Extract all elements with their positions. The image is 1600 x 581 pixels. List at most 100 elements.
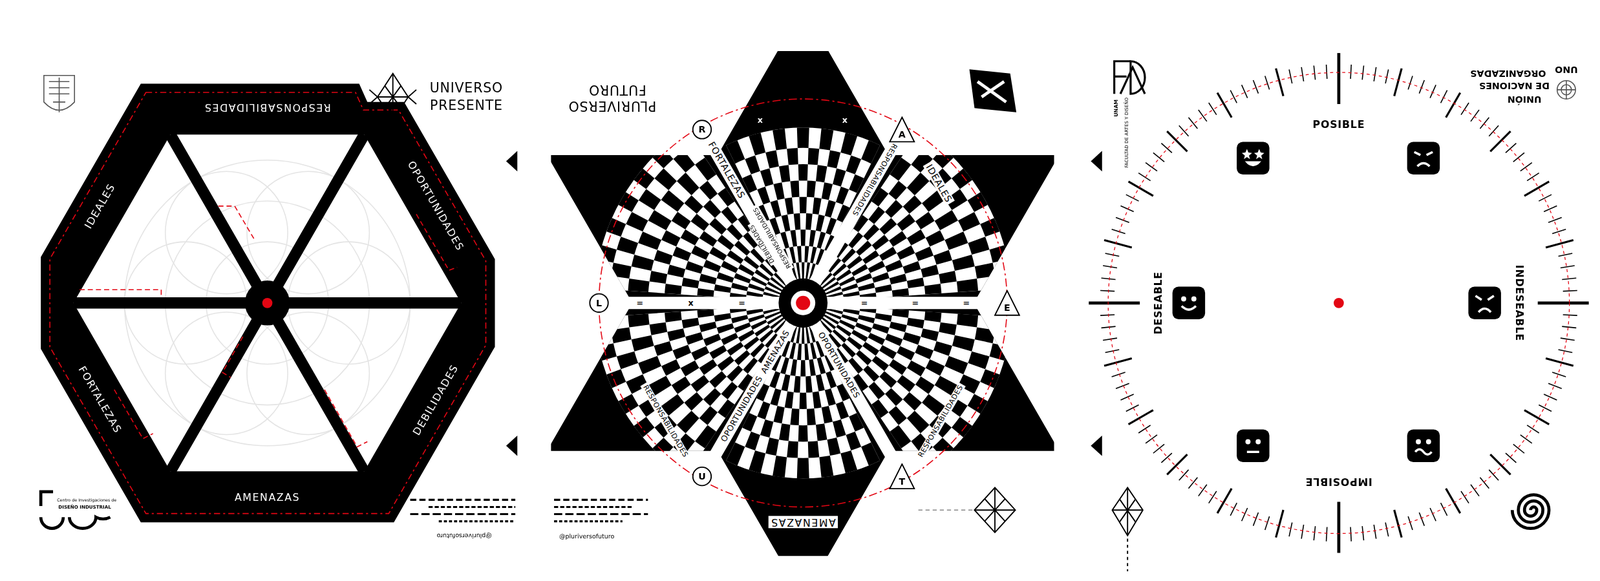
face-mouth	[1415, 449, 1432, 455]
dash-lines	[554, 499, 648, 522]
arch-logo-lines	[977, 81, 1006, 103]
checker-cell	[720, 206, 738, 225]
checker-cell	[699, 321, 717, 333]
dial-tick	[1115, 383, 1130, 389]
checker-cell	[812, 391, 822, 409]
checker-cell	[967, 236, 990, 255]
checker-cell	[699, 359, 718, 375]
checker-cell	[648, 210, 672, 231]
face-mouth	[1247, 451, 1260, 454]
letter-circle: L	[588, 292, 610, 314]
node-outline	[693, 467, 712, 486]
checker-cell	[683, 392, 703, 412]
dash-circle	[1108, 72, 1569, 534]
checker-cell	[994, 316, 1012, 333]
face-mouth	[1245, 160, 1262, 167]
checker-cell	[799, 393, 807, 410]
checker-cell	[716, 234, 734, 251]
dial-tick	[1461, 102, 1469, 116]
checker-cell	[714, 313, 732, 322]
dial-label: DESEABLE	[1152, 271, 1164, 335]
crystal-icon	[1112, 487, 1143, 571]
checker-cell	[789, 342, 796, 360]
logo-zero	[69, 517, 110, 529]
checker-cell	[703, 199, 722, 218]
checker-cell	[815, 164, 827, 183]
dash-circle	[599, 98, 1008, 507]
checker-cell	[631, 254, 655, 271]
checker-cell	[671, 212, 692, 230]
checker-cell	[598, 343, 617, 361]
dial-tick	[1385, 522, 1389, 537]
checker-cell	[906, 360, 926, 377]
checker-cell	[827, 150, 842, 169]
dial-tick	[1520, 162, 1533, 172]
checker-cell	[956, 314, 979, 328]
checker-cell	[770, 388, 782, 406]
dial-tick	[1100, 290, 1115, 291]
checker-cell	[682, 277, 700, 289]
dial-tick	[1470, 109, 1480, 122]
logo-five-bowl	[40, 517, 64, 529]
checker-cell	[797, 127, 810, 149]
checker-cell	[974, 262, 995, 279]
checker-cell	[888, 230, 907, 247]
checker-cell	[703, 387, 722, 406]
dial-label: INDESEABLE	[1513, 265, 1526, 342]
checker-cell	[868, 261, 886, 274]
checker-cell	[842, 309, 860, 316]
checker-cell	[872, 272, 890, 283]
checker-cell	[738, 329, 755, 342]
checker-cell	[808, 230, 816, 247]
checker-cell	[868, 382, 886, 400]
checker-cell	[855, 240, 873, 256]
checker-cell	[879, 217, 897, 235]
gap-band	[550, 296, 803, 310]
dial-tick	[1560, 265, 1575, 268]
face-eye	[1254, 148, 1265, 160]
spokes	[73, 134, 462, 472]
dial-tick	[1120, 394, 1134, 401]
gap-band	[640, 51, 804, 304]
checker-cell	[879, 246, 897, 262]
dial-tick	[1115, 217, 1130, 223]
checker-cell	[888, 359, 907, 375]
red-mark	[79, 289, 161, 299]
spoke	[170, 134, 268, 303]
checker-cell	[699, 181, 718, 201]
dial-tick	[1179, 125, 1189, 136]
face-box	[1172, 287, 1206, 320]
dial-tick	[1362, 526, 1364, 541]
checker-cell	[863, 224, 880, 242]
dial-tick	[1461, 491, 1469, 504]
checker-cell	[731, 282, 748, 291]
checker-cell	[633, 168, 655, 190]
checker-cell	[673, 149, 696, 173]
hexagon-field	[73, 134, 462, 472]
checker-cell	[598, 245, 617, 264]
checker-cell	[661, 190, 685, 212]
dial-tick	[1350, 527, 1352, 542]
checker-cell	[797, 245, 802, 263]
checker-cell	[786, 148, 799, 165]
dial-tick	[1301, 67, 1304, 82]
logo-five-top	[40, 491, 54, 507]
dial-tick	[1145, 162, 1158, 172]
checker-cell	[661, 359, 681, 376]
checker-cell	[627, 278, 650, 293]
checker-cell	[874, 313, 892, 322]
checker-cell	[781, 214, 791, 233]
checker-cell	[914, 246, 934, 262]
checker-cell	[731, 314, 748, 324]
checker-cell	[733, 273, 751, 284]
dial-tick	[1446, 92, 1461, 118]
dial-ticks	[1088, 53, 1589, 553]
dial-tick	[1526, 173, 1540, 182]
dial-tick	[1128, 410, 1154, 425]
dial-tick	[1326, 64, 1328, 79]
dial-tick	[1429, 84, 1436, 98]
checker-cell	[744, 431, 761, 451]
dash-line	[410, 513, 516, 516]
checker-cell	[797, 458, 810, 480]
node-outline	[889, 464, 915, 489]
